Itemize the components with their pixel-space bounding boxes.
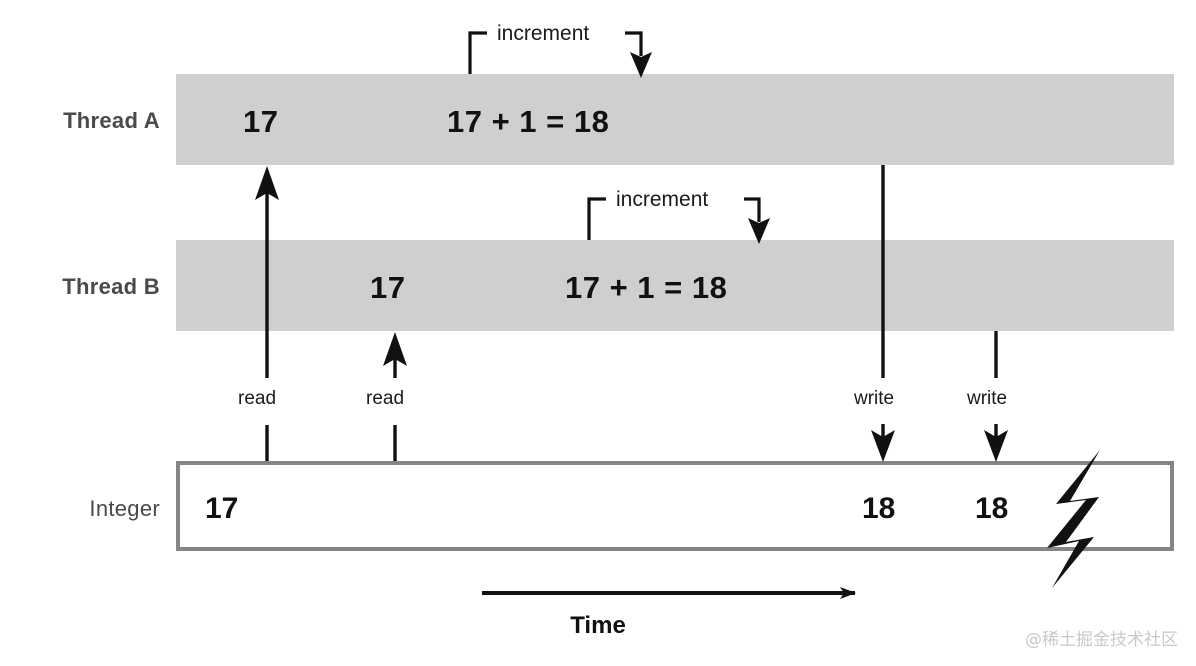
integer-value-2: 18 [975,492,1009,525]
integer-value-0: 17 [205,492,239,525]
thread-a-row-label: Thread A [63,108,160,133]
time-axis-label: Time [570,612,626,639]
thread-b-expression: 17 + 1 = 18 [565,270,728,305]
write-b-label: write [967,388,1008,409]
write-a-label: write [854,388,895,409]
thread-b-increment-label: increment [616,188,709,211]
integer-storage-box [176,461,1174,551]
thread-a-lane-band [176,74,1174,165]
integer-row-label: Integer [89,496,160,521]
thread-a-initial-value: 17 [243,104,279,139]
read-b-label: read [366,388,405,409]
watermark-text: @稀土掘金技术社区 [1025,630,1178,650]
read-a-label: read [238,388,277,409]
thread-a-expression: 17 + 1 = 18 [447,104,610,139]
thread-b-row-label: Thread B [62,274,160,299]
thread-b-initial-value: 17 [370,270,406,305]
thread-b-lane-band [176,240,1174,331]
integer-value-1: 18 [862,492,896,525]
thread-a-increment-label: increment [497,22,590,45]
